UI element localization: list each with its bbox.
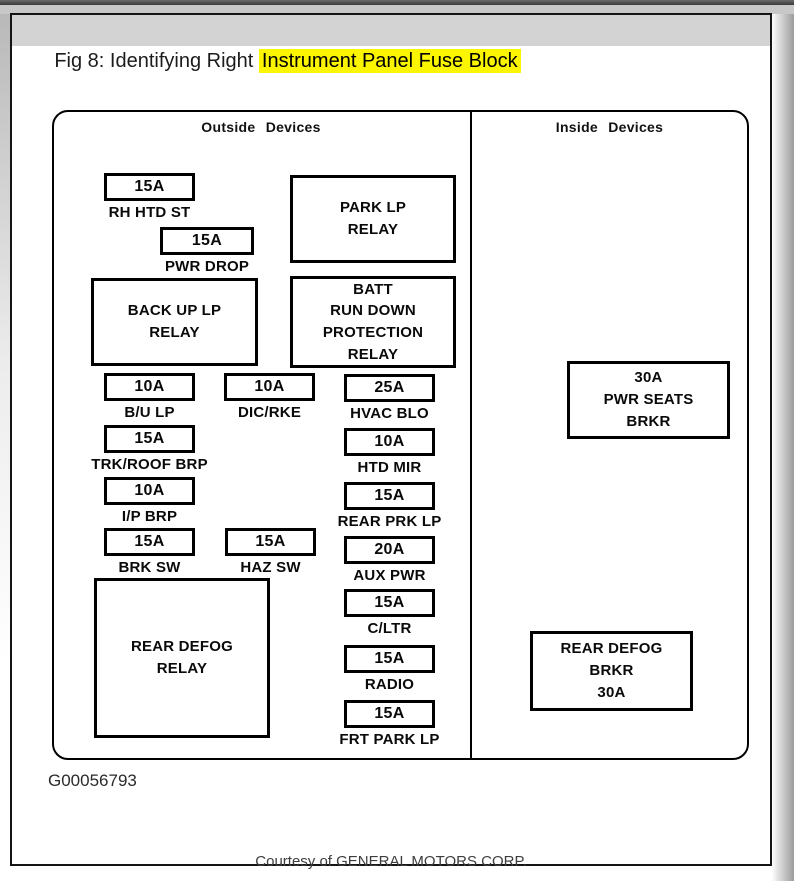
fuse-amp-box: 25A [344, 374, 435, 402]
fuse-amp-box: 15A [344, 645, 435, 673]
fuse-label: HAZ SW [240, 559, 301, 576]
fuse-label: PWR DROP [164, 258, 250, 275]
fuse-amp: 15A [191, 232, 223, 249]
fuse-label: DIC/RKE [237, 404, 302, 421]
fuse-amp-box: 10A [104, 373, 195, 401]
fuse-dic-rke: 10A DIC/RKE [224, 373, 315, 421]
fuse-label: TRK/ROOF BRP [91, 456, 208, 473]
fuse-trk-roof-brp: 15A TRK/ROOF BRP [91, 425, 208, 473]
fuse-amp-box: 20A [344, 536, 435, 564]
fuse-amp-box: 15A [104, 173, 195, 201]
fuse-amp: 10A [374, 433, 405, 450]
fuse-label: FRT PARK LP [339, 731, 440, 748]
fuse-amp-box: 15A [160, 227, 254, 255]
figure-title-prefix: Fig 8: Identifying Right [54, 50, 259, 72]
relay-park-lp: PARK LP RELAY [290, 175, 456, 263]
fuse-label: AUX PWR [353, 567, 426, 584]
fuse-rh-htd-st: 15A RH HTD ST [104, 173, 195, 221]
relay-batt-run-down-protection: BATT RUN DOWN PROTECTION RELAY [290, 276, 456, 368]
window-top-bar [0, 0, 794, 5]
fuse-pwr-drop: 15A PWR DROP [160, 227, 254, 275]
fuse-label: REAR PRK LP [337, 513, 442, 530]
fuse-amp-box: 10A [104, 477, 195, 505]
page-top-margin [0, 5, 794, 14]
fuse-amp: 15A [374, 650, 405, 667]
fuse-label: B/U LP [124, 404, 175, 421]
fuse-amp-box: 15A [344, 589, 435, 617]
fuse-brk-sw: 15A BRK SW [104, 528, 195, 576]
figure-id: G00056793 [48, 771, 137, 790]
fuse-aux-pwr: 20A AUX PWR [344, 536, 435, 584]
fuse-htd-mir: 10A HTD MIR [344, 428, 435, 476]
fuse-rear-prk-lp: 15A REAR PRK LP [338, 482, 441, 530]
fuse-ip-brp: 10A I/P BRP [104, 477, 195, 525]
content-area: Fig 8: Identifying Right Instrument Pane… [10, 13, 772, 870]
fuse-label: I/P BRP [121, 508, 178, 525]
fuse-radio: 15A RADIO [344, 645, 435, 693]
fuse-hvac-blo: 25A HVAC BLO [344, 374, 435, 422]
fuse-label: RADIO [364, 676, 415, 693]
breaker-rear-defog: REAR DEFOG BRKR 30A [530, 631, 693, 711]
page-right-margin [772, 14, 794, 881]
fuse-amp-box: 15A [104, 528, 195, 556]
search-highlight: Instrument Panel Fuse Block [258, 49, 521, 73]
fuse-amp: 15A [134, 430, 165, 447]
breaker-pwr-seats: 30A PWR SEATS BRKR [567, 361, 730, 439]
fuse-amp: 15A [134, 178, 165, 195]
fuse-amp: 15A [374, 594, 405, 611]
fuse-label: HTD MIR [357, 459, 422, 476]
fuse-bu-lp: 10A B/U LP [104, 373, 195, 421]
fuse-label: RH HTD ST [108, 204, 191, 221]
fuse-amp-box: 15A [225, 528, 316, 556]
credit-line: Courtesy of GENERAL MOTORS CORP. [255, 853, 527, 870]
fuse-label: HVAC BLO [350, 405, 429, 422]
fuse-amp: 15A [255, 533, 286, 550]
fuse-amp-box: 10A [224, 373, 315, 401]
fuse-amp: 10A [254, 378, 285, 395]
relay-rear-defog: REAR DEFOG RELAY [94, 578, 270, 738]
fuse-amp-box: 10A [344, 428, 435, 456]
fuse-amp: 10A [134, 482, 165, 499]
relay-back-up-lp: BACK UP LP RELAY [91, 278, 258, 366]
figure-title: Fig 8: Identifying Right Instrument Pane… [45, 49, 521, 73]
fuse-amp-box: 15A [344, 482, 435, 510]
section-divider [470, 111, 472, 759]
fuse-label: C/LTR [367, 620, 412, 637]
fuse-amp-box: 15A [344, 700, 435, 728]
fuse-cltr: 15A C/LTR [344, 589, 435, 637]
fuse-frt-park-lp: 15A FRT PARK LP [339, 700, 439, 748]
fuse-amp-box: 15A [104, 425, 195, 453]
fuse-amp: 15A [374, 705, 405, 722]
page-left-margin [0, 14, 10, 881]
fuse-amp: 20A [374, 541, 405, 558]
fuse-amp: 15A [134, 533, 165, 550]
fuse-label: BRK SW [118, 559, 181, 576]
fuse-amp: 15A [374, 487, 405, 504]
section-label-inside-devices: Inside Devices [555, 119, 664, 135]
fuse-amp: 25A [374, 379, 405, 396]
figure-title-bar: Fig 8: Identifying Right Instrument Pane… [12, 15, 770, 73]
fuse-amp: 10A [134, 378, 165, 395]
fuse-haz-sw: 15A HAZ SW [225, 528, 316, 576]
section-label-outside-devices: Outside Devices [201, 119, 321, 135]
